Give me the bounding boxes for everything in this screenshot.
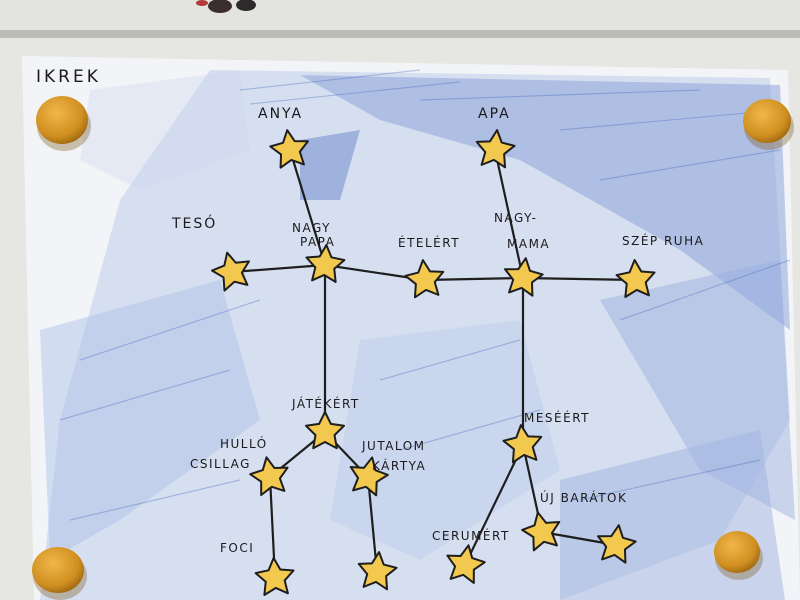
label-uj-baratok: ÚJ BARÁTOK	[540, 490, 627, 505]
poster-paper	[22, 56, 800, 600]
magnets	[32, 96, 794, 600]
poster-title: IKREK	[36, 67, 101, 87]
board-frame-rail	[0, 30, 800, 38]
label-nagymama-1: NAGY-	[494, 211, 537, 225]
label-jatekert: JÁTÉKÉRT	[291, 396, 360, 411]
label-nagymama-2: MAMA	[507, 237, 550, 251]
crayon-shading	[40, 70, 795, 600]
line-apa-nagymama	[493, 148, 525, 280]
magnet-top-right	[743, 99, 794, 150]
magnet-bottom-right	[714, 531, 763, 580]
line-anya-nagypapa	[288, 148, 327, 267]
whiteboard-top	[0, 0, 800, 30]
dark-object-2	[236, 0, 256, 11]
label-teso: TESÓ	[171, 214, 217, 232]
label-szep-ruha: SZÉP RUHA	[622, 233, 704, 248]
magnet-bottom-left	[32, 547, 87, 600]
label-jutalom-1: JUTALOM	[361, 439, 426, 453]
label-apa: APA	[478, 106, 511, 122]
label-jutalom-2: KÁRTYA	[372, 458, 426, 473]
dark-object-1	[208, 0, 232, 13]
label-etelert: ÉTELÉRT	[398, 235, 460, 250]
label-foci: FOCI	[220, 541, 254, 555]
magnet-top-left	[36, 96, 91, 151]
label-anya: ANYA	[258, 106, 303, 122]
label-hullo-1: HULLÓ	[220, 436, 268, 451]
label-hullo-2: CSILLAG	[190, 457, 251, 471]
label-meseert: MESÉÉRT	[524, 410, 590, 425]
red-object	[196, 0, 208, 6]
label-nagypapa-2: PAPA	[300, 235, 335, 249]
labels: IKREK ANYA APA TESÓ NAGY PAPA ÉTELÉRT NA…	[36, 67, 704, 555]
label-cerumert: CERUMÉRT	[432, 528, 510, 543]
crayon-strokes	[59, 69, 791, 521]
label-nagypapa-1: NAGY	[292, 221, 331, 235]
line-meseert-cerum	[463, 443, 525, 567]
